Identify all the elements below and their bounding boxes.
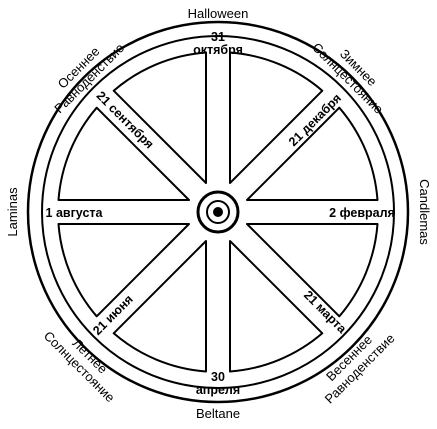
date-top-day: 31 [211, 30, 225, 44]
label-laminas: Laminas [5, 187, 20, 237]
date-left: 1 августа [46, 206, 104, 220]
date-right: 2 февраля [329, 206, 395, 220]
segment-right-top [246, 106, 379, 201]
segment-bottom-left [112, 240, 207, 373]
segment-top-left [112, 51, 207, 184]
label-beltane: Beltane [196, 406, 240, 421]
segment-top-right [229, 51, 324, 184]
segment-right-bottom [246, 223, 379, 318]
segment-bottom-right [229, 240, 324, 373]
label-candlemas: Candlemas [417, 179, 432, 245]
label-spring-equinox: Весеннее Равноденствие [322, 331, 398, 407]
wheel-segments [57, 51, 379, 373]
hub-inner-ring [206, 200, 230, 224]
outer-rim [26, 20, 410, 404]
date-bottom-month: апреля [196, 383, 240, 397]
segment-left-top [57, 106, 190, 201]
inner-rim [41, 35, 395, 389]
date-bottom-day: 30 [211, 370, 225, 384]
date-top-month: октября [193, 43, 243, 57]
label-halloween: Halloween [188, 6, 249, 21]
hub-center-dot [213, 207, 223, 217]
segment-left-bottom [57, 223, 190, 318]
